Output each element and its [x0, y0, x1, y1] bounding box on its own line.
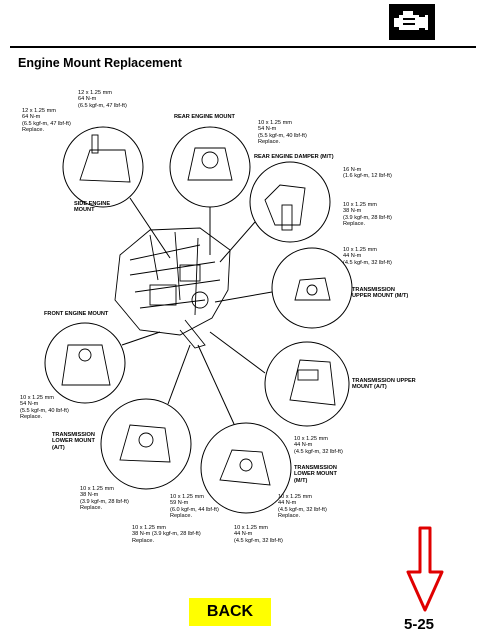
part-label-trans-upper-mount-mt: TRANSMISSION UPPER MOUNT (M/T) — [352, 287, 409, 300]
page-title: Engine Mount Replacement — [18, 56, 182, 70]
torque-label: 16 N-m (1.6 kgf-m, 12 lbf-ft) — [343, 167, 392, 180]
part-label-trans-lower-mount-at: TRANSMISSION LOWER MOUNT (A/T) — [52, 432, 95, 451]
torque-label: 12 x 1.25 mm 64 N-m (6.5 kgf-m, 47 lbf-f… — [22, 108, 71, 133]
torque-label: 10 x 1.25 mm 38 N-m (3.9 kgf-m, 28 lbf-f… — [343, 202, 392, 227]
torque-label: 10 x 1.25 mm 59 N-m (6.0 kgf-m, 44 lbf-f… — [170, 494, 219, 519]
part-label-trans-lower-mount-mt: TRANSMISSION LOWER MOUNT (M/T) — [294, 465, 337, 484]
part-label-trans-upper-mount-at: TRANSMISSION UPPER MOUNT (A/T) — [352, 378, 416, 391]
torque-label: 10 x 1.25 mm 38 N-m (3.9 kgf-m, 28 lbf-f… — [132, 525, 201, 544]
trans-lower-mount-mt-circle — [200, 422, 292, 514]
part-label-side-engine-mount: SIDE ENGINE MOUNT — [74, 201, 111, 214]
trans-lower-mount-at-circle — [100, 398, 192, 490]
trans-upper-mount-at-circle — [264, 341, 350, 427]
trans-upper-mount-mt-circle — [271, 247, 353, 329]
part-label-rear-engine-damper: REAR ENGINE DAMPER (M/T) — [254, 154, 334, 160]
part-label-front-engine-mount: FRONT ENGINE MOUNT — [44, 311, 109, 317]
page-number: 5-25 — [404, 616, 435, 633]
front-engine-mount-circle — [44, 322, 126, 404]
torque-label: 10 x 1.25 mm 44 N-m (4.5 kgf-m, 32 lbf-f… — [343, 247, 392, 266]
down-arrow-icon — [406, 526, 444, 612]
torque-label: 10 x 1.25 mm 44 N-m (4.5 kgf-m, 32 lbf-f… — [234, 525, 283, 544]
rear-engine-damper-circle — [249, 161, 331, 243]
torque-label: 10 x 1.25 mm 54 N-m (5.5 kgf-m, 40 lbf-f… — [20, 395, 69, 420]
header-rule — [10, 46, 476, 48]
side-engine-mount-circle — [62, 126, 144, 208]
torque-label: 10 x 1.25 mm 54 N-m (5.5 kgf-m, 40 lbf-f… — [258, 120, 307, 145]
torque-label: 10 x 1.25 mm 44 N-m (4.5 kgf-m, 32 lbf-f… — [278, 494, 327, 519]
engine-logo-icon — [389, 4, 435, 40]
torque-label: 10 x 1.25 mm 44 N-m (4.5 kgf-m, 32 lbf-f… — [294, 436, 343, 455]
rear-engine-mount-circle — [169, 126, 251, 208]
torque-label: 12 x 1.25 mm 64 N-m (6.5 kgf-m, 47 lbf-f… — [78, 90, 127, 109]
back-button[interactable]: BACK — [189, 598, 271, 626]
torque-label: 10 x 1.25 mm 38 N-m (3.9 kgf-m, 28 lbf-f… — [80, 486, 129, 511]
part-label-rear-engine-mount: REAR ENGINE MOUNT — [174, 114, 235, 120]
